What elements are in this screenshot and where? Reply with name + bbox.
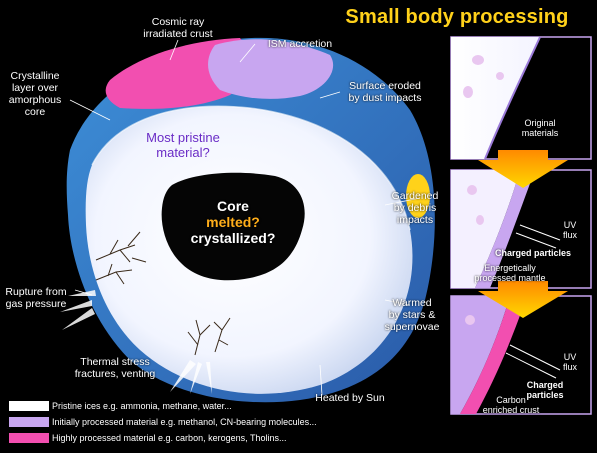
- ism-accretion-patch: [208, 39, 334, 99]
- panel2-charged: Charged particles: [494, 248, 572, 258]
- leader-lines: [69, 39, 421, 396]
- fracture-left: [95, 231, 147, 285]
- diagram-title: Small body processing: [345, 6, 569, 28]
- panel-energetic: [450, 169, 592, 289]
- face-edge: [91, 105, 411, 231]
- legend-text: Initially processed material e.g. methan…: [52, 417, 317, 427]
- legend-row-highly: Highly processed material e.g. carbon, k…: [9, 432, 286, 444]
- legend-row-pristine: Pristine ices e.g. ammonia, methane, wat…: [9, 400, 232, 412]
- fracture-bottom: [187, 317, 231, 356]
- label-ism-accretion: ISM accretion: [267, 38, 333, 50]
- panel-carbon: [450, 295, 592, 415]
- flux-arrows: [505, 224, 561, 379]
- vent-rays-bottom: [170, 360, 212, 394]
- label-heated: Heated by Sun: [315, 392, 385, 404]
- arrow-down-1: [478, 150, 568, 188]
- legend-swatch: [9, 417, 49, 427]
- core: [161, 172, 305, 281]
- arrow-down-2: [478, 281, 568, 318]
- legend-swatch: [9, 433, 49, 443]
- comet-body: [66, 37, 435, 403]
- legend-text: Highly processed material e.g. carbon, k…: [52, 433, 287, 443]
- legend-text: Pristine ices e.g. ammonia, methane, wat…: [52, 401, 232, 411]
- panel-original: [450, 36, 592, 160]
- gardened-patch: [406, 174, 430, 218]
- legend-row-initial: Initially processed material e.g. methan…: [9, 416, 317, 428]
- legend-swatch: [9, 401, 49, 411]
